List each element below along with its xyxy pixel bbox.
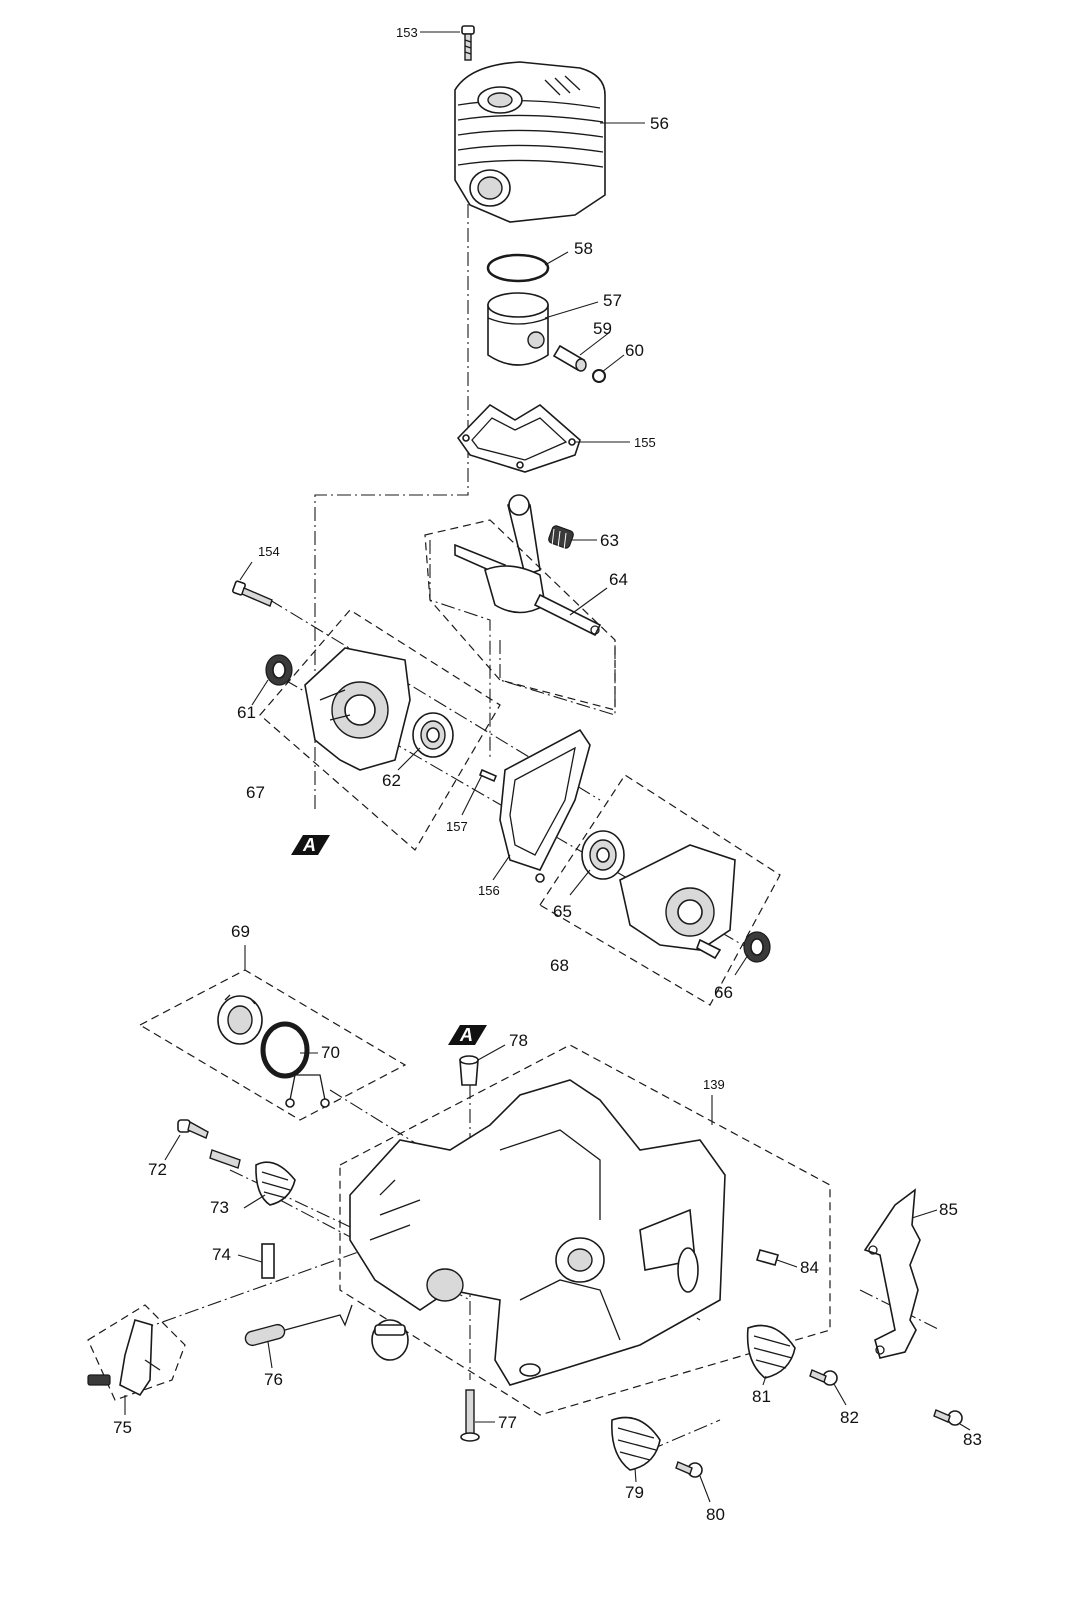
group-box-68 <box>539 774 781 1006</box>
callout-56: 56 <box>650 114 669 133</box>
callout-84: 84 <box>800 1258 819 1277</box>
callout-67: 67 <box>246 783 265 802</box>
throttle-lever-75 <box>87 1319 161 1397</box>
callout-66: 66 <box>714 983 733 1002</box>
callout-154: 154 <box>258 544 280 559</box>
piston-ring-58 <box>486 253 550 283</box>
cylinder-56 <box>454 61 606 223</box>
bolt-154 <box>232 580 273 607</box>
piston-pin-59 <box>552 344 587 372</box>
ball-bearing-62 <box>412 712 454 758</box>
bolt-153 <box>461 25 475 61</box>
piston-57 <box>487 292 549 366</box>
group-box-75 <box>87 1304 186 1401</box>
sleeve-78 <box>459 1055 479 1086</box>
callout-79: 79 <box>625 1483 644 1502</box>
crankshaft-64 <box>454 494 602 637</box>
callout-72: 72 <box>148 1160 167 1179</box>
dowel-pin-157 <box>478 768 498 783</box>
callout-65: 65 <box>553 902 572 921</box>
callout-68: 68 <box>550 956 569 975</box>
callout-80: 80 <box>706 1505 725 1524</box>
bolt-72 <box>177 1119 209 1139</box>
bolt-77 <box>460 1389 480 1442</box>
needle-bearing-63 <box>548 525 574 551</box>
callout-85: 85 <box>939 1200 958 1219</box>
bumper-spike-85 <box>863 1188 921 1359</box>
gasket-156 <box>499 728 591 883</box>
crankcase-half-68 <box>619 844 736 960</box>
leader-lines <box>124 31 971 1503</box>
circlip-60 <box>592 369 606 383</box>
plate-74 <box>261 1243 275 1279</box>
callout-82: 82 <box>840 1408 859 1427</box>
o-ring-70 <box>260 1021 310 1079</box>
reference-marker-a-bottom-label: A <box>459 1025 473 1045</box>
wire-spring-70 <box>285 1074 330 1108</box>
spring-81 <box>746 1324 796 1379</box>
callout-59: 59 <box>593 319 612 338</box>
oil-seal-61 <box>265 654 293 686</box>
group-box-139 <box>339 1044 831 1416</box>
callout-76: 76 <box>264 1370 283 1389</box>
callout-69: 69 <box>231 922 250 941</box>
callout-83: 83 <box>963 1430 982 1449</box>
callout-77: 77 <box>498 1413 517 1432</box>
reference-marker-a-bottom: A <box>448 1025 487 1045</box>
bolt-82 <box>809 1369 838 1386</box>
bolt-83 <box>933 1409 963 1426</box>
oil-pump-69 <box>217 994 263 1045</box>
bolt-80 <box>675 1461 703 1478</box>
callout-81: 81 <box>752 1387 771 1406</box>
group-box-64 <box>424 519 616 711</box>
crankcase-half-67 <box>304 647 411 771</box>
callout-139: 139 <box>703 1077 725 1092</box>
callout-70: 70 <box>321 1043 340 1062</box>
callout-labels: 153 56 58 57 59 60 155 154 63 64 61 67 6… <box>113 25 982 1524</box>
oil-seal-66 <box>743 931 771 963</box>
callout-60: 60 <box>625 341 644 360</box>
reference-marker-a-top-label: A <box>302 835 316 855</box>
callout-62: 62 <box>382 771 401 790</box>
adjuster-84 <box>755 1249 780 1266</box>
crankcase-139 <box>349 1079 726 1386</box>
callout-73: 73 <box>210 1198 229 1217</box>
ball-bearing-65 <box>581 830 625 880</box>
callout-58: 58 <box>574 239 593 258</box>
callout-61: 61 <box>237 703 256 722</box>
callout-153: 153 <box>396 25 418 40</box>
gasket-155 <box>456 403 581 473</box>
callout-64: 64 <box>609 570 628 589</box>
callout-74: 74 <box>212 1245 231 1264</box>
callout-157: 157 <box>446 819 468 834</box>
group-box-69 <box>138 969 407 1121</box>
callout-155: 155 <box>634 435 656 450</box>
callout-63: 63 <box>600 531 619 550</box>
spring-73 <box>209 1149 296 1206</box>
callout-75: 75 <box>113 1418 132 1437</box>
callout-156: 156 <box>478 883 500 898</box>
reference-marker-a-top: A <box>291 835 330 855</box>
throttle-rod-76 <box>244 1304 353 1347</box>
callout-57: 57 <box>603 291 622 310</box>
group-box-67 <box>259 609 501 851</box>
spring-79 <box>611 1416 661 1471</box>
primer-bulb <box>371 1319 409 1361</box>
callout-78: 78 <box>509 1031 528 1050</box>
